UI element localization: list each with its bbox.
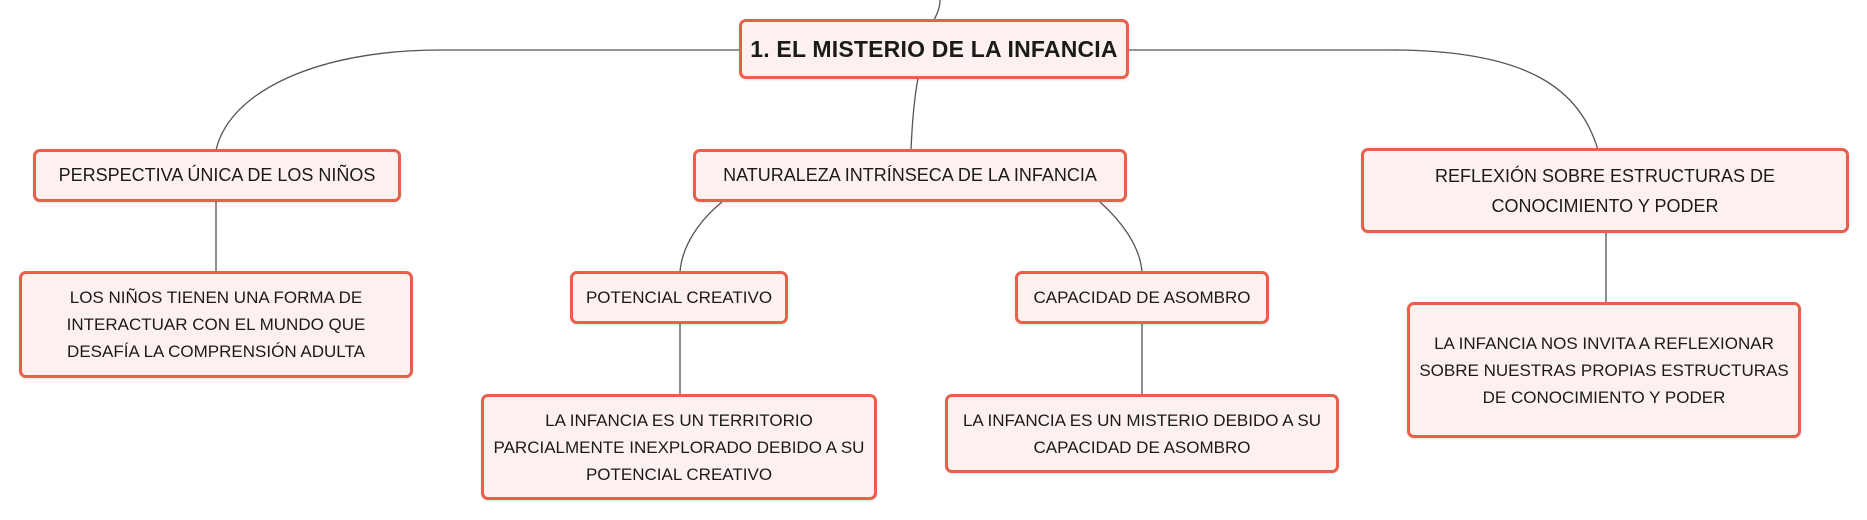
topic-naturaleza-label: NATURALEZA INTRÍNSECA DE LA INFANCIA [723, 165, 1097, 185]
topic-perspectiva[interactable]: PERSPECTIVA ÚNICA DE LOS NIÑOS [33, 149, 401, 202]
detail-reflexion[interactable]: LA INFANCIA NOS INVITA A REFLEXIONAR SOB… [1407, 302, 1801, 438]
topic-reflexion-label: REFLEXIÓN SOBRE ESTRUCTURAS DE CONOCIMIE… [1434, 165, 1776, 216]
connector-root-to-naturaleza [910, 77, 919, 151]
detail-perspectiva[interactable]: LOS NIÑOS TIENEN UNA FORMA DE INTERACTUA… [19, 271, 413, 378]
connector-naturaleza-to-potencial [679, 201, 723, 273]
root-topic[interactable]: 1. EL MISTERIO DE LA INFANCIA [739, 19, 1129, 79]
connector-to-parent [933, 0, 941, 21]
topic-perspectiva-label: PERSPECTIVA ÚNICA DE LOS NIÑOS [58, 165, 376, 185]
root-topic-label: 1. EL MISTERIO DE LA INFANCIA [750, 35, 1118, 62]
detail-perspectiva-text: LOS NIÑOS TIENEN UNA FORMA DE INTERACTUA… [66, 288, 366, 361]
detail-potencial[interactable]: LA INFANCIA ES UN TERRITORIO PARCIALMENT… [481, 394, 877, 500]
topic-naturaleza[interactable]: NATURALEZA INTRÍNSECA DE LA INFANCIA [693, 149, 1127, 202]
subtopic-potencial[interactable]: POTENCIAL CREATIVO [570, 271, 788, 324]
subtopic-asombro-label: CAPACIDAD DE ASOMBRO [1033, 288, 1251, 307]
subtopic-potencial-label: POTENCIAL CREATIVO [585, 288, 773, 307]
connector-naturaleza-to-asombro [1099, 201, 1143, 273]
detail-reflexion-text: LA INFANCIA NOS INVITA A REFLEXIONAR SOB… [1419, 333, 1789, 407]
connector-root-to-reflexion [1128, 49, 1599, 151]
detail-asombro-text: LA INFANCIA ES UN MISTERIO DEBIDO A SU C… [962, 410, 1322, 457]
detail-potencial-text: LA INFANCIA ES UN TERRITORIO PARCIALMENT… [493, 410, 865, 484]
subtopic-asombro[interactable]: CAPACIDAD DE ASOMBRO [1015, 271, 1269, 324]
detail-asombro[interactable]: LA INFANCIA ES UN MISTERIO DEBIDO A SU C… [945, 394, 1339, 473]
connector-root-to-perspectiva [215, 49, 740, 151]
topic-reflexion[interactable]: REFLEXIÓN SOBRE ESTRUCTURAS DE CONOCIMIE… [1361, 148, 1849, 233]
